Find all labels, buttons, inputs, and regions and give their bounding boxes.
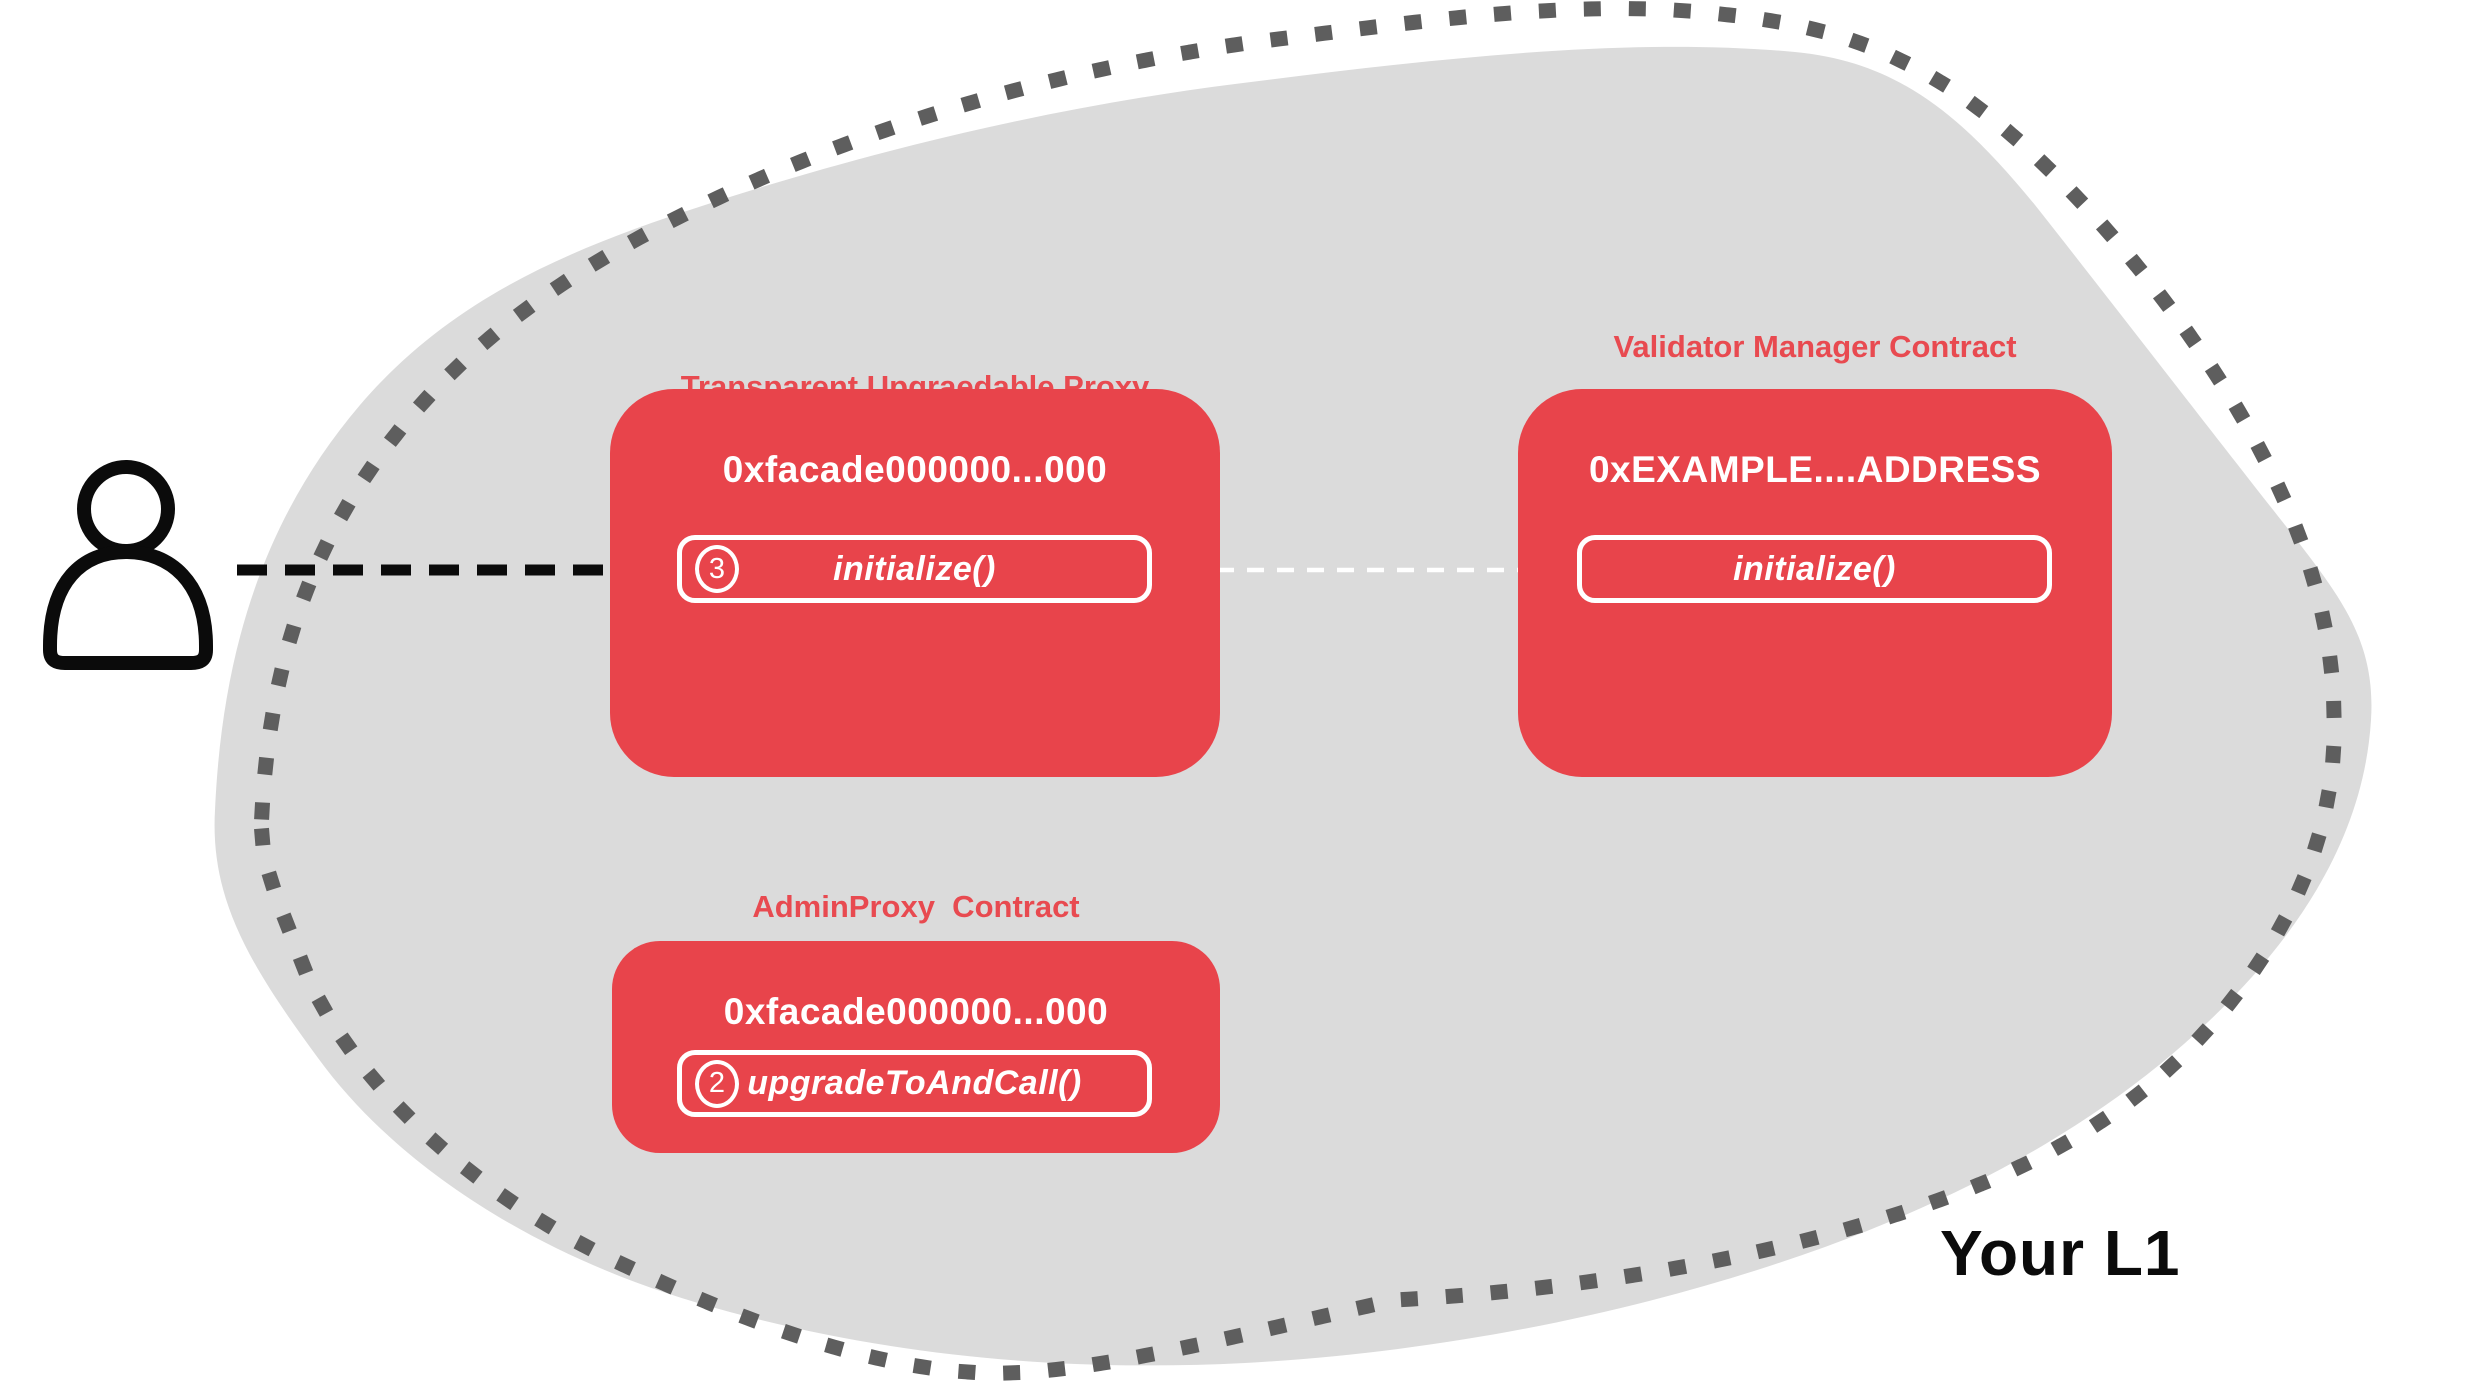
admin-contract-address: 0xfacade000000...000	[723, 991, 1109, 1032]
proxy-initialize-button[interactable]: initialize() 3	[677, 535, 1152, 603]
step-2-badge: 2	[695, 1059, 739, 1108]
admin-box-title: AdminProxy Contract	[752, 889, 1080, 924]
your-l1-label: Your L1	[1940, 1217, 2181, 1289]
validator-contract-box: 0xEXAMPLE....ADDRESS initialize()	[1518, 389, 2112, 777]
validator-box-title: Validator Manager Contract	[1613, 329, 2017, 364]
admin-upgrade-label: upgradeToAndCall()	[747, 1064, 1082, 1102]
user-icon	[43, 460, 213, 670]
validator-initialize-button[interactable]: initialize()	[1577, 535, 2052, 603]
proxy-initialize-label: initialize()	[833, 549, 996, 588]
validator-initialize-label: initialize()	[1733, 549, 1896, 588]
admin-contract-box: 0xfacade000000...000 upgradeToAndCall() …	[612, 941, 1220, 1153]
proxy-contract-address: 0xfacade000000...000	[722, 449, 1108, 490]
proxy-contract-box: 0xfacade000000...000 initialize() 3	[610, 389, 1220, 777]
admin-upgrade-button[interactable]: upgradeToAndCall() 2	[677, 1050, 1152, 1117]
validator-contract-address: 0xEXAMPLE....ADDRESS	[1588, 449, 2042, 490]
step-3-badge: 3	[695, 545, 739, 593]
